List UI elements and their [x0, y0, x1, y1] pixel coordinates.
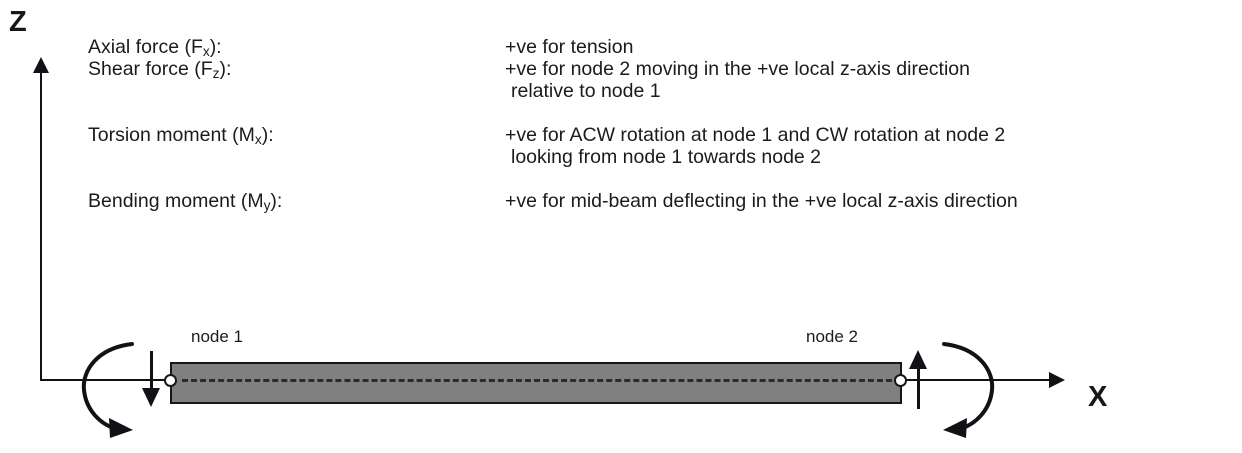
definition-description-bending-moment: +ve for mid-beam deflecting in the +ve l… [505, 190, 1018, 212]
subscript-y: y [263, 198, 271, 213]
shear-arrow-node-1-shaft [150, 351, 153, 391]
moment-curved-arrow-node-1-icon [81, 342, 134, 438]
definition-spacer [88, 168, 1218, 190]
subscript-x: x [254, 132, 262, 147]
beam-centerline [182, 379, 892, 382]
shear-arrow-node-2-shaft [917, 369, 920, 409]
z-axis-arrowhead-icon [33, 57, 49, 73]
z-axis-label: Z [9, 6, 27, 38]
definition-description-torsion-moment: +ve for ACW rotation at node 1 and CW ro… [505, 124, 1006, 146]
definition-term-bending-moment: Bending moment (My): [88, 190, 283, 213]
node-1-marker [164, 374, 177, 387]
definition-row-axial-force: Axial force (Fx): +ve for tension [88, 36, 1218, 59]
definition-continuation-text-shear-force: relative to node 1 [511, 80, 661, 102]
definition-continuation-torsion-moment: looking from node 1 towards node 2 [88, 146, 1218, 168]
definition-term-torsion-moment: Torsion moment (Mx): [88, 124, 274, 147]
sign-convention-definitions: Axial force (Fx): +ve for tension Shear … [88, 36, 1218, 213]
definition-description-axial-force: +ve for tension [505, 36, 634, 58]
node-1-label: node 1 [191, 327, 243, 346]
definition-row-torsion-moment: Torsion moment (Mx): +ve for ACW rotatio… [88, 124, 1218, 147]
node-2-label: node 2 [806, 327, 858, 346]
z-axis-line [40, 70, 42, 381]
definition-continuation-text-torsion-moment: looking from node 1 towards node 2 [511, 146, 822, 168]
definition-row-shear-force: Shear force (Fz): +ve for node 2 moving … [88, 58, 1218, 81]
down-arrow-icon [142, 388, 160, 407]
x-axis-arrowhead-icon [1049, 372, 1065, 388]
node-2-marker [894, 374, 907, 387]
x-axis-label: X [1088, 381, 1108, 413]
definition-description-shear-force: +ve for node 2 moving in the +ve local z… [505, 58, 971, 80]
subscript-z: z [212, 66, 220, 81]
definition-term-shear-force: Shear force (Fz): [88, 58, 232, 81]
beam-element [170, 362, 902, 404]
definition-row-bending-moment: Bending moment (My): +ve for mid-beam de… [88, 190, 1218, 213]
subscript-x: x [202, 44, 210, 59]
definition-continuation-shear-force: relative to node 1 [88, 80, 1218, 102]
moment-curved-arrow-node-2-icon [942, 342, 995, 438]
definition-term-axial-force: Axial force (Fx): [88, 36, 222, 59]
definition-spacer [88, 102, 1218, 124]
up-arrow-icon [909, 350, 927, 369]
